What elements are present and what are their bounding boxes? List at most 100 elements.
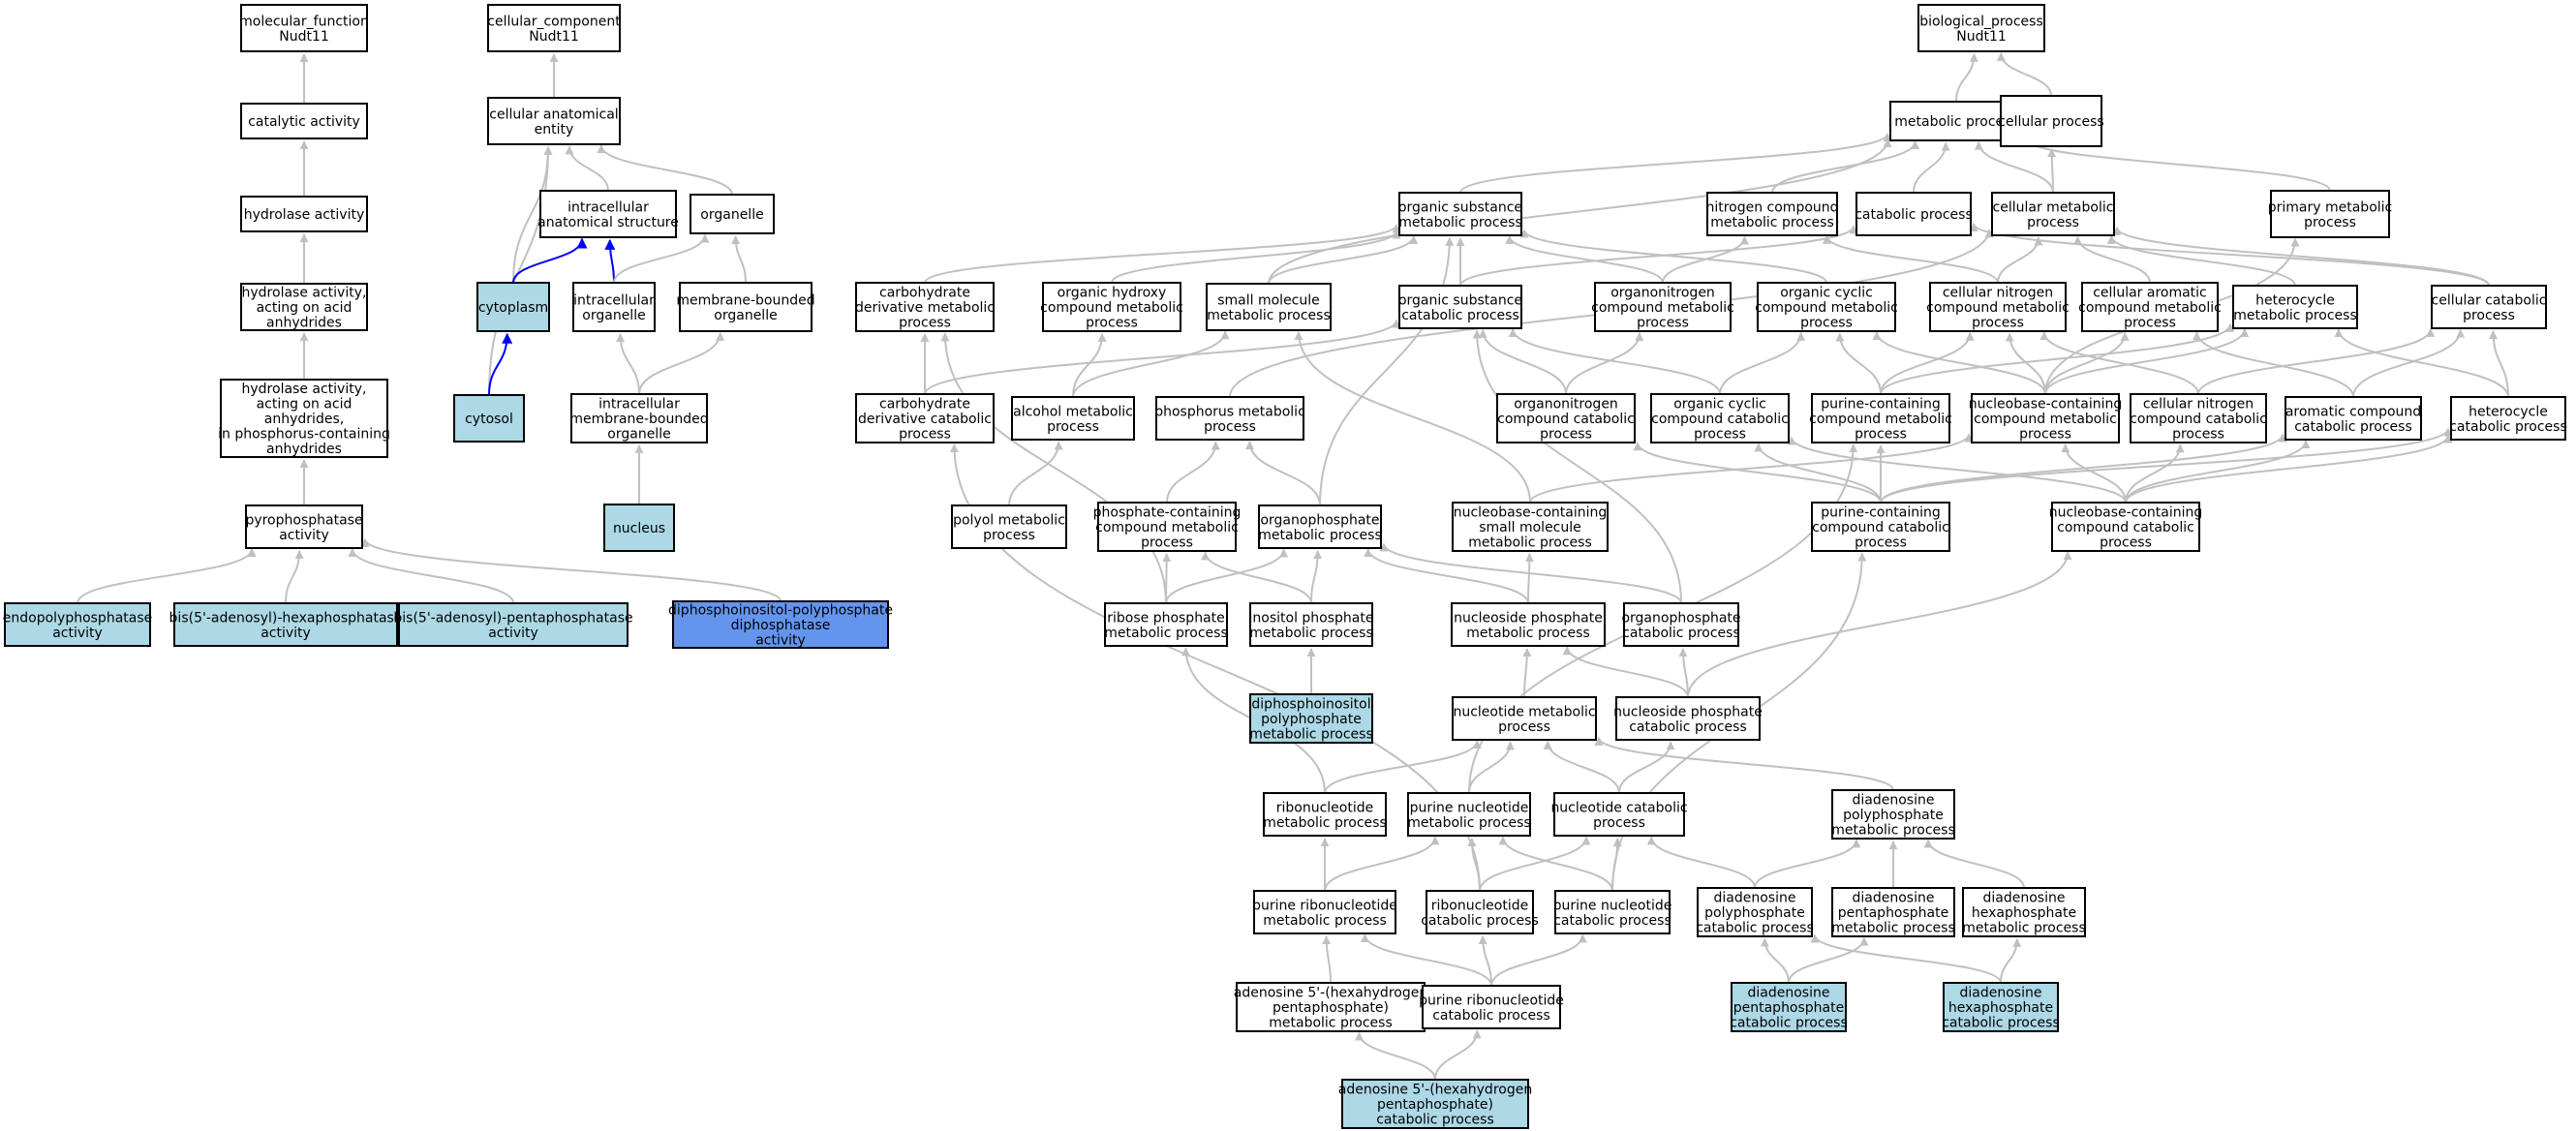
go-term-node-dippd[interactable]: diphosphoinositol-polyphosphatediphospha… — [668, 600, 893, 649]
is-a-edge-dapcp-to-dapmp — [1754, 839, 1861, 889]
go-term-node-catabolic[interactable]: catabolic process — [1855, 192, 1973, 236]
is-a-edge-catabolic-to-metabolic — [1913, 141, 1950, 194]
go-term-node-ahpcp[interactable]: adenosine 5'-(hexahydrogenpentaphosphate… — [1338, 1079, 1532, 1129]
go-term-node-organelle[interactable]: organelle — [690, 194, 775, 234]
term-label-line: metabolic process — [1831, 823, 1955, 839]
go-term-node-dippmp[interactable]: diphosphoinositolpolyphosphatemetabolic … — [1249, 693, 1373, 744]
term-box — [2285, 396, 2422, 441]
term-box — [855, 282, 995, 332]
term-label-line: organelle — [582, 308, 645, 323]
go-term-node-cytoplasm[interactable]: cytoplasm — [476, 282, 550, 332]
go-term-node-bis-penta[interactable]: bis(5'-adenosyl)-pentaphosphataseactivit… — [393, 602, 633, 647]
go-term-node-hydro-acid[interactable]: hydrolase activity,acting on acidanhydri… — [240, 283, 368, 331]
is-a-edge-nbcsmmp-to-smmp — [1294, 330, 1531, 504]
term-label-line: ribonucleotide — [1276, 800, 1374, 815]
term-label-line: hydrolase activity — [244, 207, 365, 223]
term-label-line: diadenosine — [1960, 986, 2042, 1001]
term-label-line: heterocycle — [2469, 404, 2548, 419]
go-term-node-nucleus[interactable]: nucleus — [603, 504, 675, 552]
is-a-edge-cacmp-to-cmp — [2072, 235, 2151, 284]
term-label-line: membrane-bounded — [676, 292, 814, 308]
term-box — [1554, 890, 1671, 934]
go-term-node-hydro-phos[interactable]: hydrolase activity,acting on acidanhydri… — [218, 379, 390, 458]
term-box — [1155, 396, 1304, 441]
is-a-edge-phcmp-to-phmp — [1166, 441, 1220, 504]
go-term-node-cellular[interactable]: cellular process — [1998, 95, 2104, 147]
go-term-node-ahpmp[interactable]: adenosine 5'-(hexahydrogenpentaphosphate… — [1234, 982, 1427, 1032]
term-label-line: molecular_function — [239, 14, 369, 29]
go-term-node-hydrolase[interactable]: hydrolase activity — [240, 196, 368, 232]
is-a-edge-bis_penta-to-pyrophos — [348, 548, 514, 604]
go-term-node-catalytic[interactable]: catalytic activity — [240, 103, 368, 139]
term-label-line: process — [1855, 535, 1907, 551]
go-term-node-cytosol[interactable]: cytosol — [453, 394, 525, 443]
term-label-line: polyphosphate — [1843, 808, 1944, 823]
term-label-line: organonitrogen — [1610, 286, 1715, 301]
term-box — [679, 282, 813, 332]
term-label-line: compound catabolic — [2057, 520, 2194, 535]
term-label-line: in phosphorus-containing — [218, 427, 390, 443]
is-a-edge-nbcccp-to-nbccmp — [2061, 443, 2127, 504]
